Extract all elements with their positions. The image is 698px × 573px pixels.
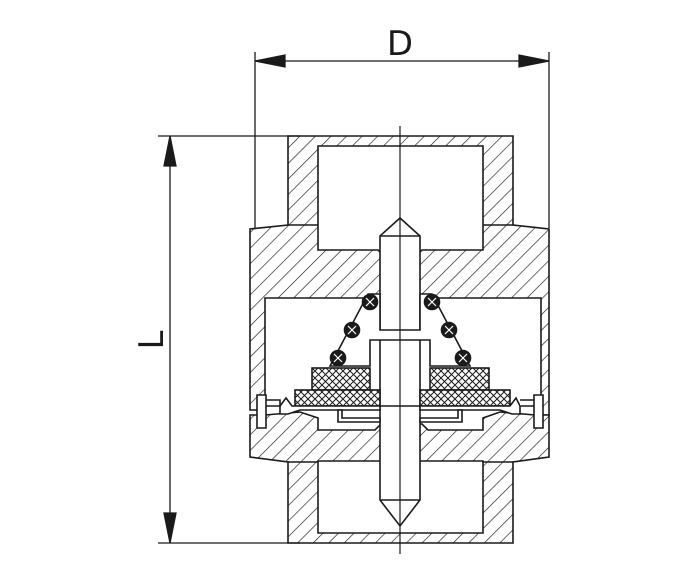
seal-lower-left <box>294 389 381 407</box>
dimension-d <box>254 52 550 228</box>
retainer-clip-right <box>520 394 544 429</box>
seal-lower-right <box>419 389 511 407</box>
body-lower-section <box>249 411 550 544</box>
dimension-l-label: L <box>132 330 172 349</box>
seal-upper-right <box>429 367 490 391</box>
retainer-clip-left <box>256 394 281 429</box>
disc-guide <box>337 409 463 423</box>
dimension-l <box>158 135 300 544</box>
seal-upper-left <box>311 367 371 391</box>
dimension-d-label: D <box>387 24 413 64</box>
